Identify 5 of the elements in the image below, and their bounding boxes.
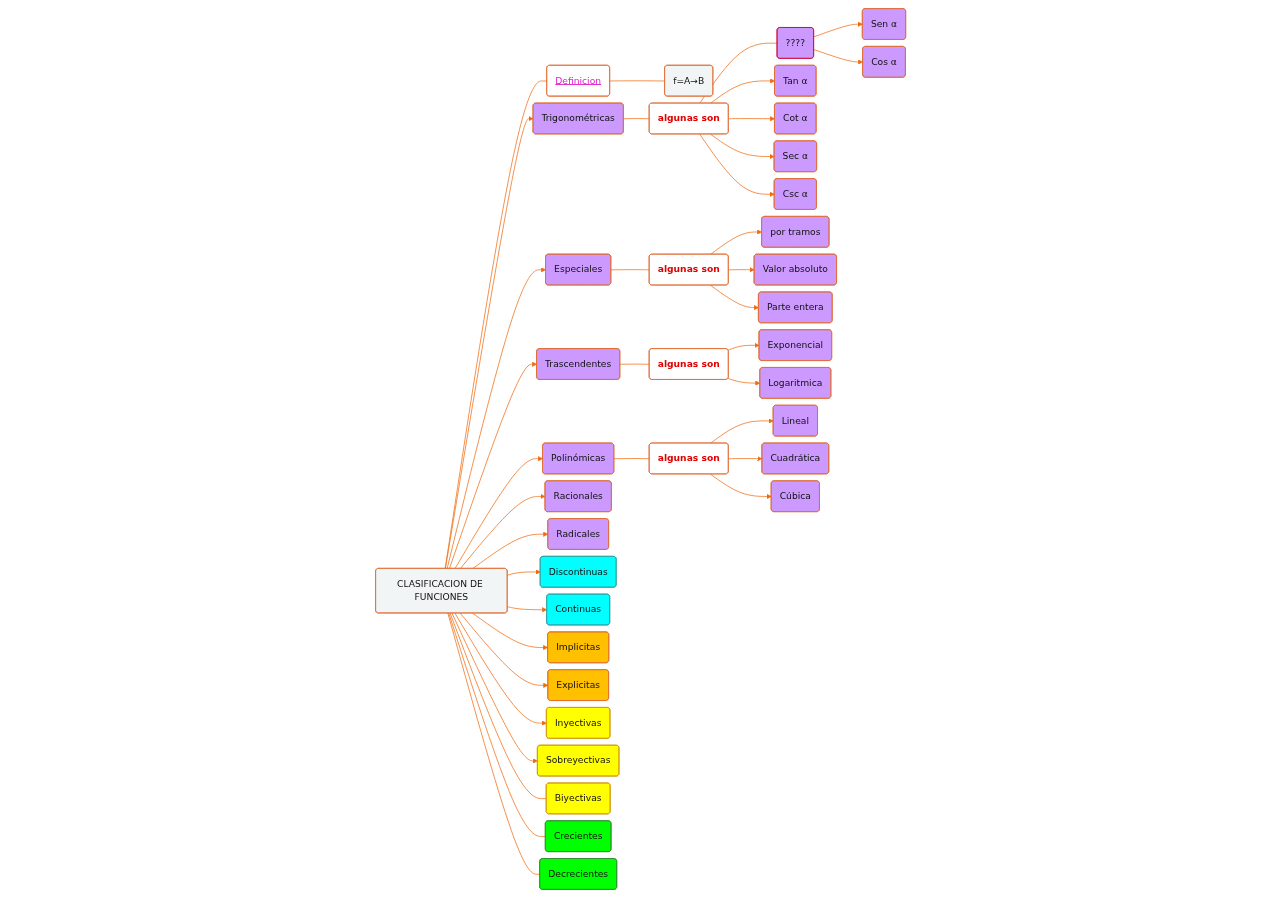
connector — [623, 118, 650, 120]
connector — [610, 269, 650, 271]
connector — [613, 458, 650, 460]
connector — [609, 80, 666, 82]
connector — [619, 363, 650, 365]
